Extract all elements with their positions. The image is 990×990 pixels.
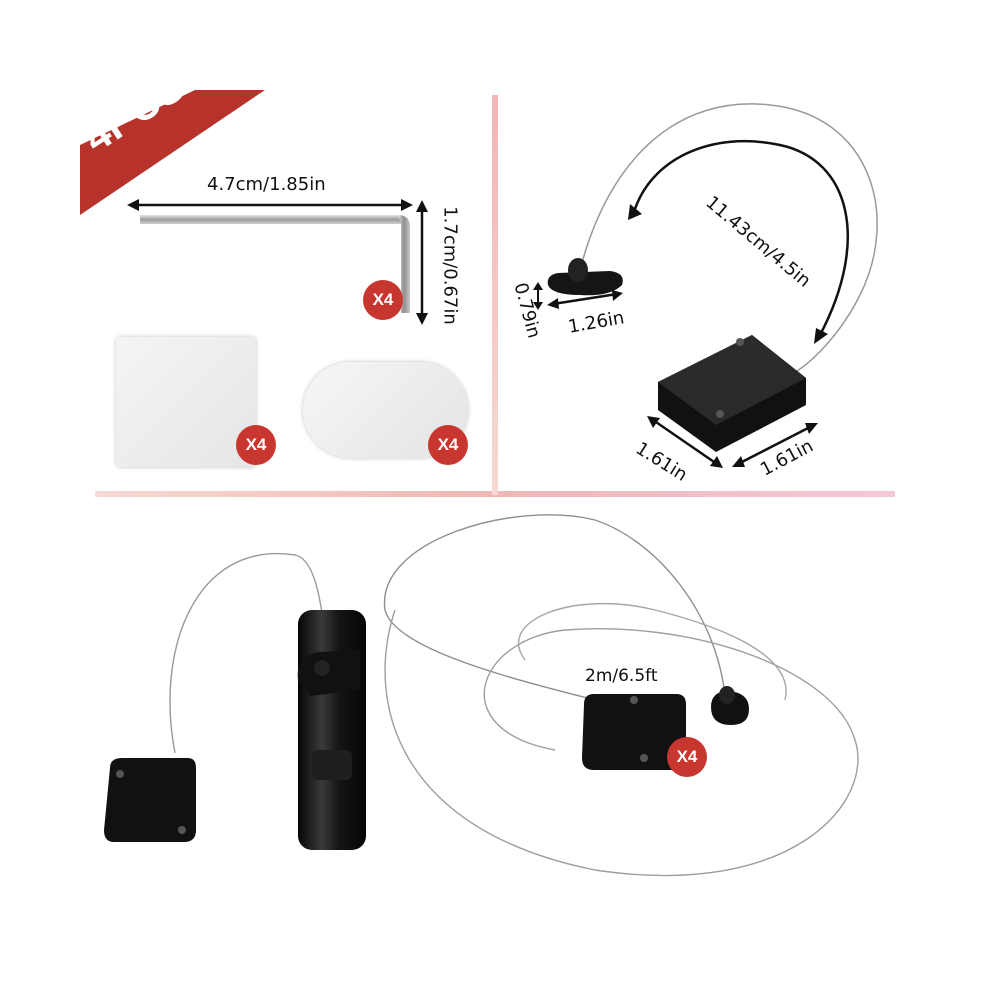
cable-clip-right-image <box>711 686 749 725</box>
cable-clip-image <box>547 258 623 296</box>
hex-key-height-label: 1.7cm/0.67in <box>439 206 461 325</box>
vertical-divider <box>492 95 498 495</box>
hex-key-length-label: 4.7cm/1.85in <box>207 174 326 195</box>
bottom-qty-badge: X4 <box>667 737 707 777</box>
phone-mount-tube-image <box>297 610 366 850</box>
cable-length-arc-arrow <box>628 140 849 344</box>
cable-loop-image <box>579 103 878 376</box>
cable-length-bottom-label: 2m/6.5ft <box>585 666 658 686</box>
bottom-cable-loops <box>169 514 859 876</box>
clip-height-arrow <box>533 282 543 310</box>
retractor-box-image <box>658 335 806 452</box>
retractor-box-center-image <box>582 694 686 770</box>
box-depth-arrow <box>732 423 818 467</box>
hex-key-height-arrow <box>416 200 428 325</box>
hex-key-length-arrow <box>127 199 413 211</box>
oval-pad-qty-badge: X4 <box>428 425 468 465</box>
box-width-arrow <box>647 416 723 468</box>
square-pad-qty-badge: X4 <box>236 425 276 465</box>
clip-width-arrow <box>547 290 623 309</box>
retractor-box-left-image <box>104 758 196 842</box>
hex-key-image <box>140 215 410 313</box>
banner-ribbon <box>80 90 265 215</box>
hex-key-qty-badge: X4 <box>363 280 403 320</box>
square-adhesive-pad <box>116 337 256 467</box>
